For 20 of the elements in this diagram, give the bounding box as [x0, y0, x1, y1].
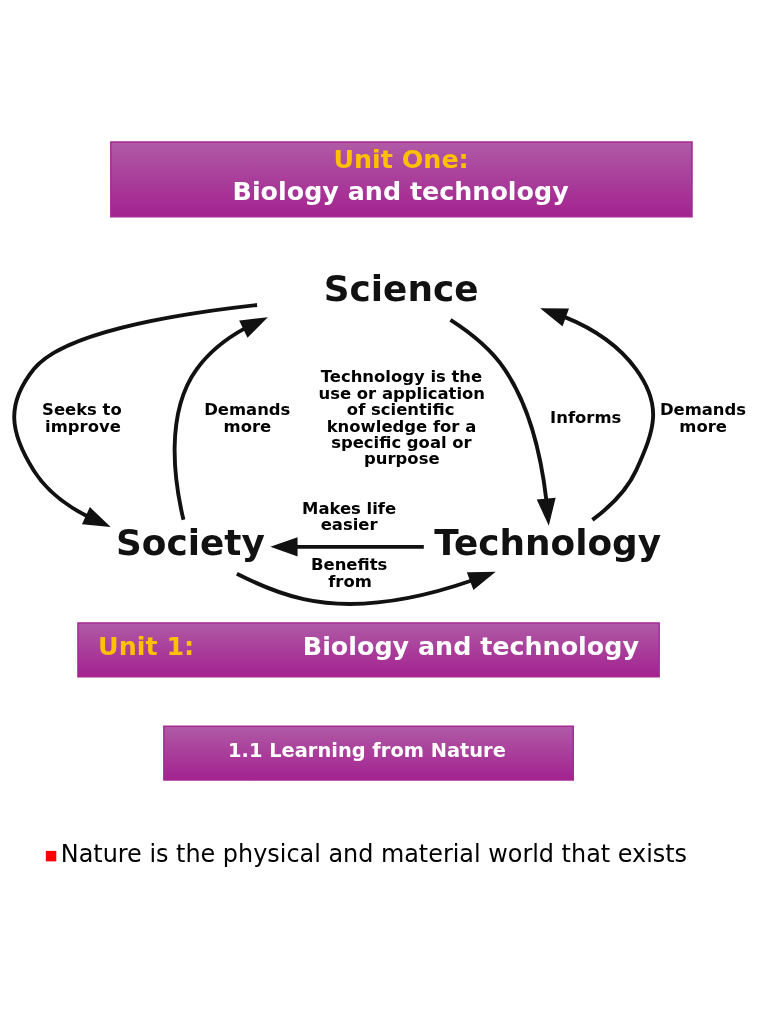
edge-label: Informs	[550, 407, 622, 427]
edge-label: Makes life easier	[302, 498, 397, 534]
node-text: Society	[116, 521, 265, 563]
label: Technology is the use or application of scientific knowledge for a specific goal or purpose	[318, 366, 486, 468]
edge-label: Seeks to improve	[42, 399, 122, 436]
node-text: Science	[323, 267, 479, 309]
edge-label: Demands more	[659, 399, 747, 436]
edge-label: Benefits from	[311, 554, 388, 591]
arrow	[449, 317, 556, 526]
node-box: Unit 1: Biology and technology	[77, 621, 660, 678]
arrow	[236, 571, 496, 606]
label: Nature is the physical and material world that exists	[60, 839, 688, 868]
node-box: 1.1 Learning from Nature	[163, 724, 574, 781]
edge-label: Demands more	[204, 399, 291, 436]
arrow	[12, 302, 258, 527]
arrow	[540, 307, 655, 521]
arrow	[172, 316, 268, 520]
node-box: Unit One: Biology and technology	[110, 140, 693, 217]
node-text: Technology	[434, 521, 662, 563]
arrow	[270, 536, 424, 556]
